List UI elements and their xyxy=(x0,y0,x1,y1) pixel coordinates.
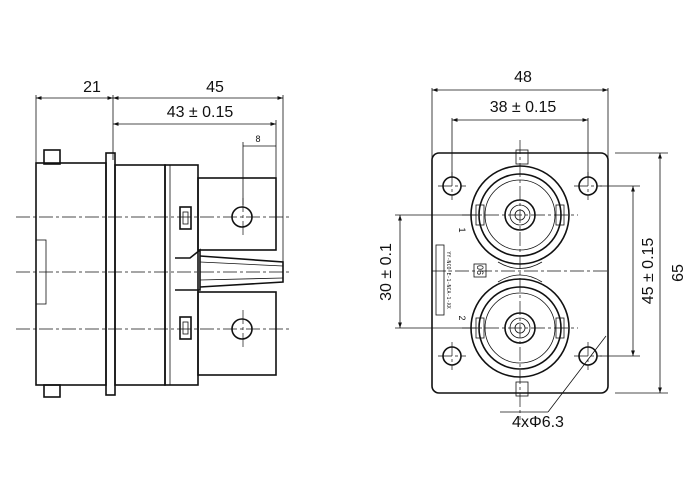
dimension-48-label: 48 xyxy=(514,69,532,86)
dimension-43: 43 ± 0.15 xyxy=(113,104,276,126)
dimension-38: 38 ± 0.15 xyxy=(452,99,588,122)
dimension-21-label: 21 xyxy=(83,79,101,96)
dimension-45-vertical: 45 ± 0.15 xyxy=(631,186,657,356)
hole-callout-label: 4xΦ6.3 xyxy=(512,414,564,431)
marking-code: 06 xyxy=(475,265,485,275)
marking-label: YY-NCO-E-1-NCA-1-XX 06 xyxy=(435,244,487,316)
terminal-2-label: 2 xyxy=(457,315,467,320)
dimension-65: 65 xyxy=(658,153,687,393)
dimension-45-label: 45 xyxy=(206,79,224,96)
side-view: 21 45 43 ± 0.15 8 xyxy=(16,79,292,398)
dimension-43-label: 43 ± 0.15 xyxy=(167,104,234,121)
dimension-45: 45 xyxy=(113,79,283,100)
terminal-1-label: 1 xyxy=(457,227,467,232)
dimension-38-label: 38 ± 0.15 xyxy=(490,99,557,116)
dimension-45-vertical-label: 45 ± 0.15 xyxy=(640,238,657,305)
dimension-30: 30 ± 0.1 xyxy=(378,215,402,328)
dimension-48: 48 xyxy=(432,69,608,92)
marking-text: YY-NCO-E-1-NCA-1-XX xyxy=(445,251,451,308)
dimension-21: 21 xyxy=(36,79,113,100)
dimension-30-label: 30 ± 0.1 xyxy=(378,243,395,301)
dimension-8-label: 8 xyxy=(255,134,260,144)
mounting-holes xyxy=(438,172,602,370)
front-view: 48 38 ± 0.15 30 ± 0.1 45 ± 0.15 65 xyxy=(378,69,687,431)
dimension-65-label: 65 xyxy=(670,264,687,282)
hole-callout: 4xΦ6.3 xyxy=(500,335,607,431)
dimension-8: 8 xyxy=(243,134,276,147)
